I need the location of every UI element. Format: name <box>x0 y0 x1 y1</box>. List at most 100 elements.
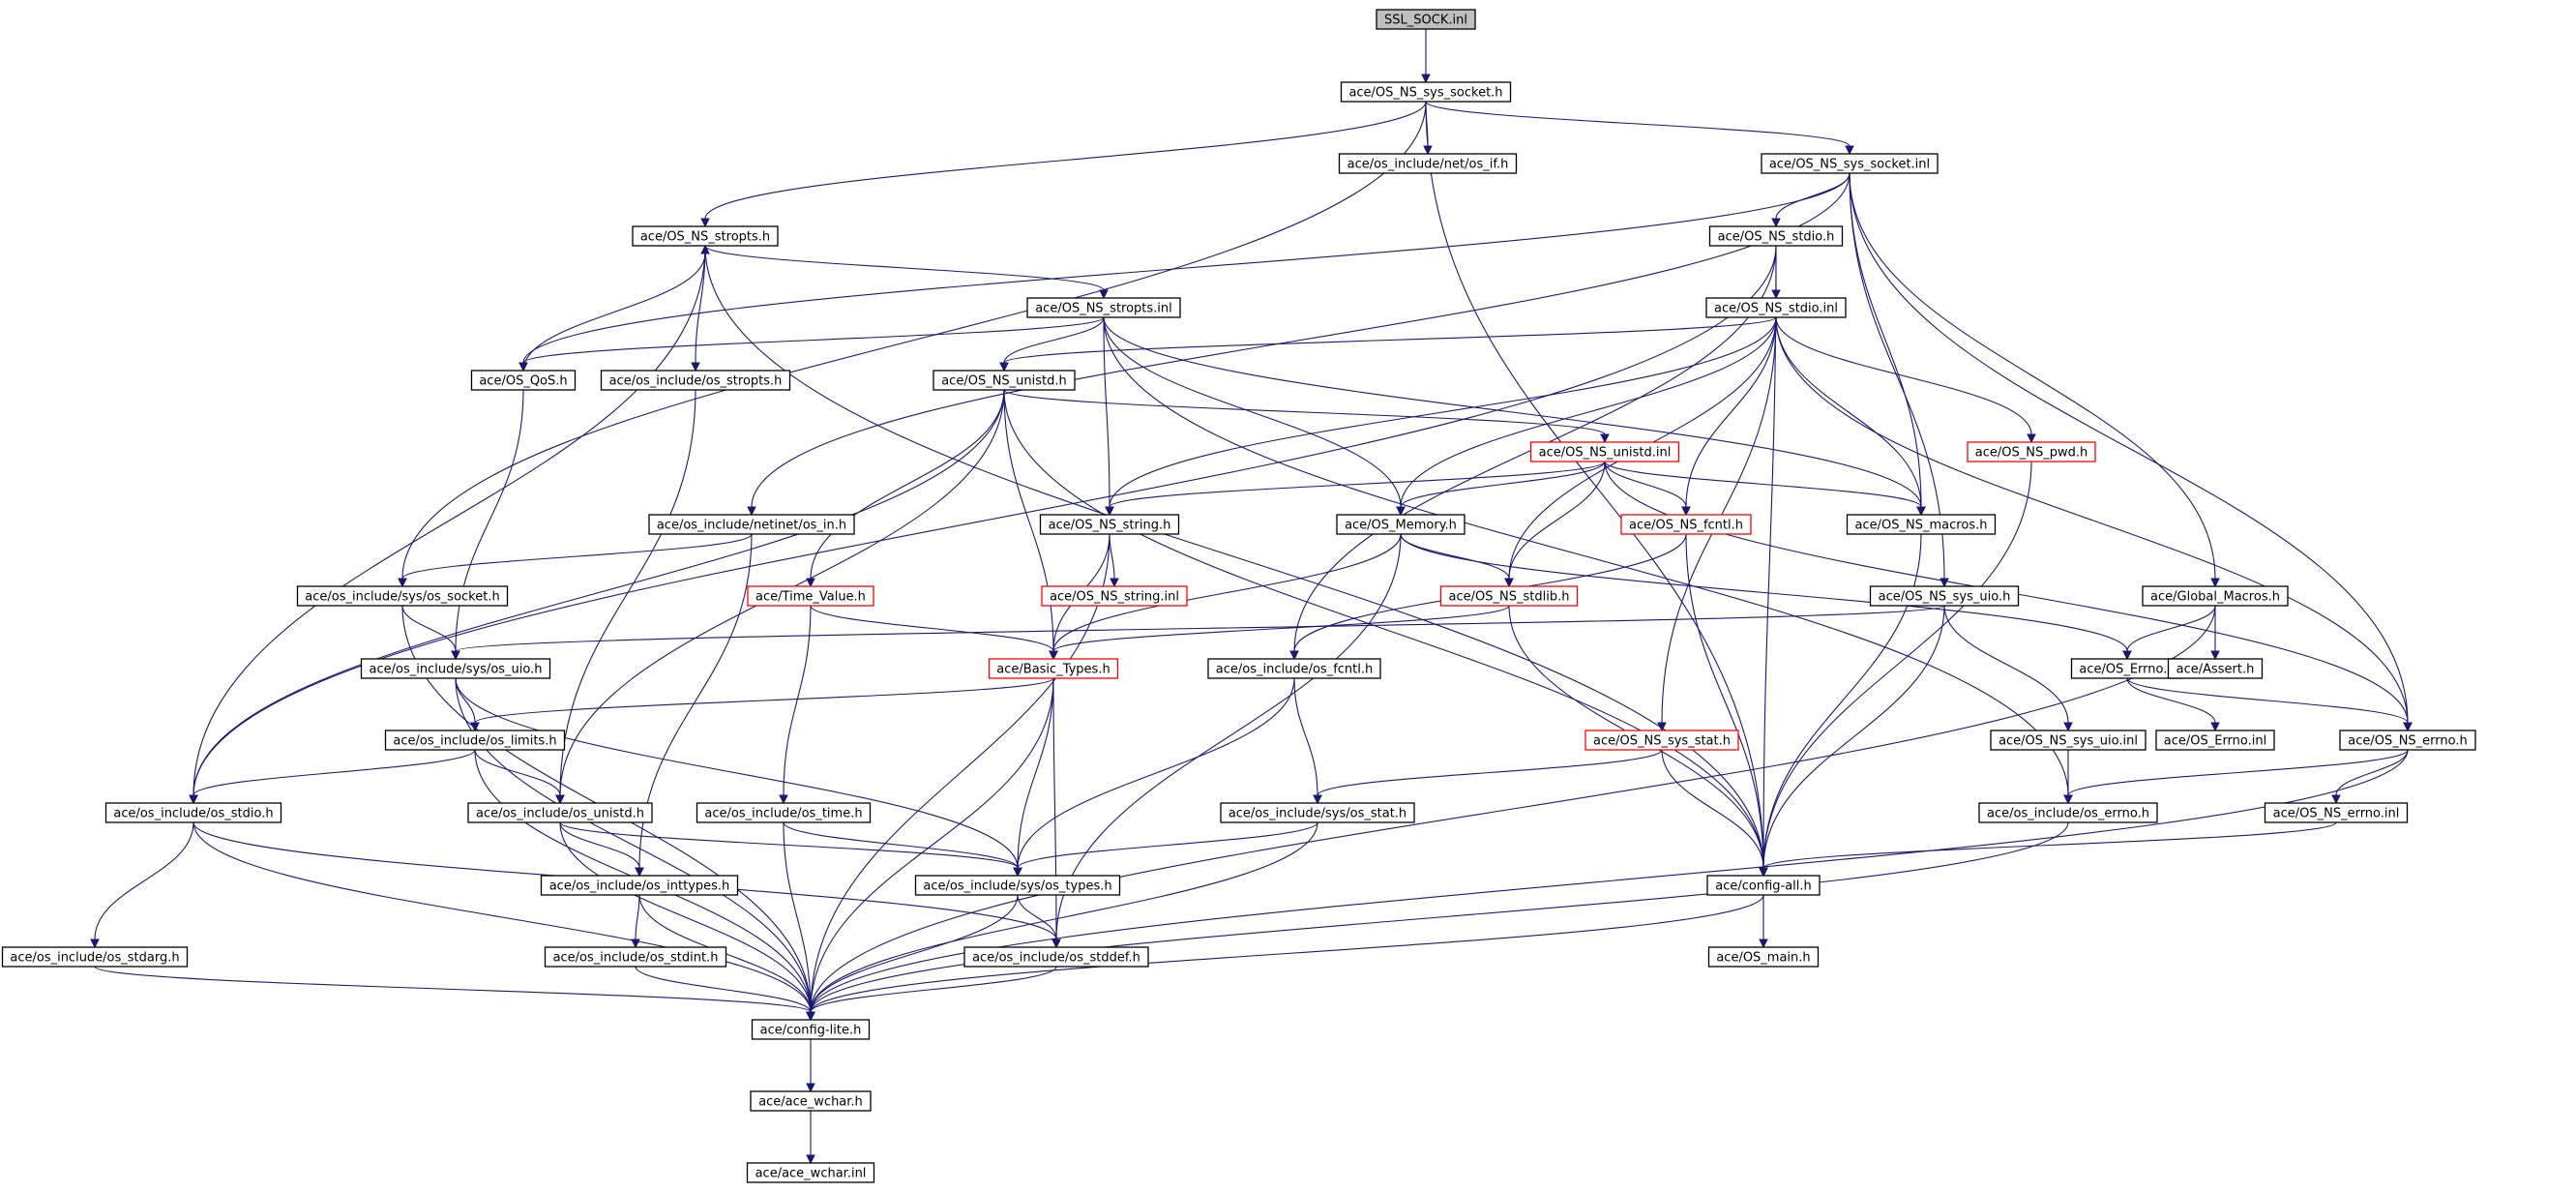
edge-osunistd-to-inttypes <box>559 821 644 878</box>
node-ace-os-ns-string-h[interactable]: ace/OS_NS_string.h <box>1039 514 1180 535</box>
edge-arrowhead <box>1845 145 1854 156</box>
node-ace-os-ns-stdio-h[interactable]: ace/OS_NS_stdio.h <box>1708 225 1844 247</box>
node-ace-os-include-os-limits-h[interactable]: ace/os_include/os_limits.h <box>384 730 566 751</box>
edge-osunistd-to-systypes <box>559 821 1022 878</box>
node-ace-os-ns-macros-h[interactable]: ace/OS_NS_macros.h <box>1846 514 1997 535</box>
node-ace-config-lite-h[interactable]: ace/config-lite.h <box>751 1019 871 1040</box>
edge-arrowhead <box>1759 939 1768 949</box>
node-label: ace/OS_QoS.h <box>479 374 567 389</box>
edge-nssyssocketinl-to-nserrno <box>1849 172 2413 732</box>
edge-line <box>1775 316 2032 435</box>
node-ace-os-ns-stropts-h[interactable]: ace/OS_NS_stropts.h <box>632 225 779 247</box>
node-ace-global-macros-h[interactable]: ace/Global_Macros.h <box>2142 585 2289 607</box>
node-ace-os-ns-errno-h[interactable]: ace/OS_NS_errno.h <box>2339 730 2476 751</box>
edge-line <box>810 605 1054 652</box>
node-ace-os-ns-sys-uio-h[interactable]: ace/OS_NS_sys_uio.h <box>1869 585 2020 607</box>
node-ace-os-include-os-stdint-h[interactable]: ace/os_include/os_stdint.h <box>544 946 727 968</box>
node-box <box>988 658 1119 679</box>
node-label: ace/Global_Macros.h <box>2150 590 2280 605</box>
edge-line <box>810 894 1764 1013</box>
node-ace-os-include-sys-os-uio-h[interactable]: ace/os_include/sys/os_uio.h <box>360 658 551 679</box>
node-label: ace/OS_NS_stdlib.h <box>1449 590 1570 605</box>
node-box <box>747 585 874 607</box>
node-ace-os-ns-stropts-inl[interactable]: ace/OS_NS_stropts.inl <box>1026 297 1181 318</box>
node-ace-os-ns-unistd-h[interactable]: ace/OS_NS_unistd.h <box>933 370 1076 391</box>
node-ace-assert-h[interactable]: ace/Assert.h <box>2167 658 2264 679</box>
node-ace-os-main-h[interactable]: ace/OS_main.h <box>1707 946 1820 968</box>
node-box <box>1041 585 1188 607</box>
node-ace-os-include-os-stdarg-h[interactable]: ace/os_include/os_stdarg.h <box>1 946 189 968</box>
node-ace-os-ns-sys-stat-h[interactable]: ace/OS_NS_sys_stat.h <box>1584 730 1739 751</box>
node-ace-os-include-sys-os-stat-h[interactable]: ace/os_include/sys/os_stat.h <box>1220 802 1415 823</box>
node-ace-os-include-os-unistd-h[interactable]: ace/os_include/os_unistd.h <box>467 802 653 823</box>
edge-line <box>1109 533 1115 580</box>
node-box <box>2142 585 2289 607</box>
node-ace-os-include-sys-os-socket-h[interactable]: ace/os_include/sys/os_socket.h <box>296 585 509 607</box>
node-ace-ace-wchar-h[interactable]: ace/ace_wchar.h <box>750 1090 872 1112</box>
node-ace-os-ns-sys-socket-inl[interactable]: ace/OS_NS_sys_socket.inl <box>1761 153 1939 174</box>
node-ace-time-value-h[interactable]: ace/Time_Value.h <box>747 585 874 607</box>
node-ace-os-include-os-stdio-h[interactable]: ace/os_include/os_stdio.h <box>104 802 282 823</box>
edge-nserrno-to-oserrnoh <box>2063 749 2409 805</box>
edge-arrowhead <box>806 1011 815 1022</box>
edge-arrowhead <box>1099 289 1109 300</box>
node-ace-os-include-os-fcntl-h[interactable]: ace/os_include/os_fcntl.h <box>1207 658 1381 679</box>
node-label: ace/OS_NS_fcntl.h <box>1629 519 1743 533</box>
edge-line <box>1103 316 1110 508</box>
edge-line <box>522 316 1105 364</box>
node-ace-os-ns-sys-socket-h[interactable]: ace/OS_NS_sys_socket.h <box>1340 81 1512 103</box>
node-box <box>470 370 577 391</box>
node-ace-basic-types-h[interactable]: ace/Basic_Types.h <box>988 658 1119 679</box>
edge-arrowhead <box>691 362 700 372</box>
edge-arrowhead <box>1916 506 1926 517</box>
edge-line <box>635 894 640 940</box>
node-box <box>1761 153 1939 174</box>
edge-line <box>1055 533 1402 940</box>
node-ace-os-include-os-time-h[interactable]: ace/os_include/os_time.h <box>696 802 872 823</box>
edge-line <box>522 172 1851 364</box>
node-ace-os-include-sys-os-types-h[interactable]: ace/os_include/sys/os_types.h <box>914 875 1121 896</box>
node-ace-os-ns-string-inl[interactable]: ace/OS_NS_string.inl <box>1041 585 1188 607</box>
node-ace-os-errno-inl[interactable]: ace/OS_Errno.inl <box>2155 730 2275 751</box>
edge-arrowhead <box>1110 578 1119 588</box>
node-label: ace/os_include/os_stdarg.h <box>10 951 179 966</box>
node-ace-os-include-os-inttypes-h[interactable]: ace/os_include/os_inttypes.h <box>540 875 739 896</box>
edge-arrowhead <box>806 1154 815 1165</box>
node-ace-os-ns-fcntl-h[interactable]: ace/OS_NS_fcntl.h <box>1620 514 1752 535</box>
edge-arrowhead <box>90 939 100 949</box>
edge-arrowhead <box>2210 650 2220 661</box>
node-ace-os-ns-pwd-h[interactable]: ace/OS_NS_pwd.h <box>1967 441 2096 462</box>
node-ace-os-include-os-stropts-h[interactable]: ace/os_include/os_stropts.h <box>600 370 791 391</box>
node-ace-os-memory-h[interactable]: ace/OS_Memory.h <box>1336 514 1466 535</box>
node-ace-config-all-h[interactable]: ace/config-all.h <box>1706 875 1821 896</box>
edge-basictypes-to-limits <box>470 677 1054 732</box>
node-ace-os-ns-unistd-inl[interactable]: ace/OS_NS_unistd.inl <box>1529 441 1680 462</box>
node-ace-os-ns-sys-uio-inl[interactable]: ace/OS_NS_sys_uio.inl <box>1990 730 2147 751</box>
node-box <box>544 946 727 968</box>
node-ace-os-ns-errno-inl[interactable]: ace/OS_NS_errno.inl <box>2264 802 2409 823</box>
node-ace-os-include-os-stddef-h[interactable]: ace/os_include/os_stddef.h <box>963 946 1149 968</box>
edge-osuio-to-configlite <box>455 677 815 1022</box>
node-ace-ace-wchar-inl[interactable]: ace/ace_wchar.inl <box>746 1162 875 1183</box>
node-ace-os-errno-h[interactable]: ace/OS_Errno.h <box>2070 658 2184 679</box>
edge-line <box>1003 389 1054 652</box>
node-ace-os-include-net-os-if-h[interactable]: ace/os_include/net/os_if.h <box>1338 153 1518 174</box>
node-label: ace/OS_NS_errno.inl <box>2273 807 2400 821</box>
node-label: ace/os_include/os_stdint.h <box>553 951 719 966</box>
edge-line <box>2067 749 2409 796</box>
edge-line <box>1400 533 2128 652</box>
edge-line <box>1017 677 1054 869</box>
edge-line <box>1849 172 2409 724</box>
node-ace-os-qos-h[interactable]: ace/OS_QoS.h <box>470 370 577 391</box>
node-label: ace/os_include/os_errno.h <box>1987 807 2149 821</box>
node-box <box>632 225 779 247</box>
node-ace-os-include-netinet-os-in-h[interactable]: ace/os_include/netinet/os_in.h <box>648 514 855 535</box>
node-box <box>1705 297 1847 318</box>
edge-arrowhead <box>999 362 1009 372</box>
edge-unistdinl-to-stringh <box>1105 461 1606 517</box>
node-ace-os-ns-stdio-inl[interactable]: ace/OS_NS_stdio.inl <box>1705 297 1847 318</box>
edge-stdioinl-to-pwd <box>1775 316 2036 444</box>
node-ace-os-ns-stdlib-h[interactable]: ace/OS_NS_stdlib.h <box>1439 585 1579 607</box>
node-ace-os-include-os-errno-h[interactable]: ace/os_include/os_errno.h <box>1978 802 2158 823</box>
